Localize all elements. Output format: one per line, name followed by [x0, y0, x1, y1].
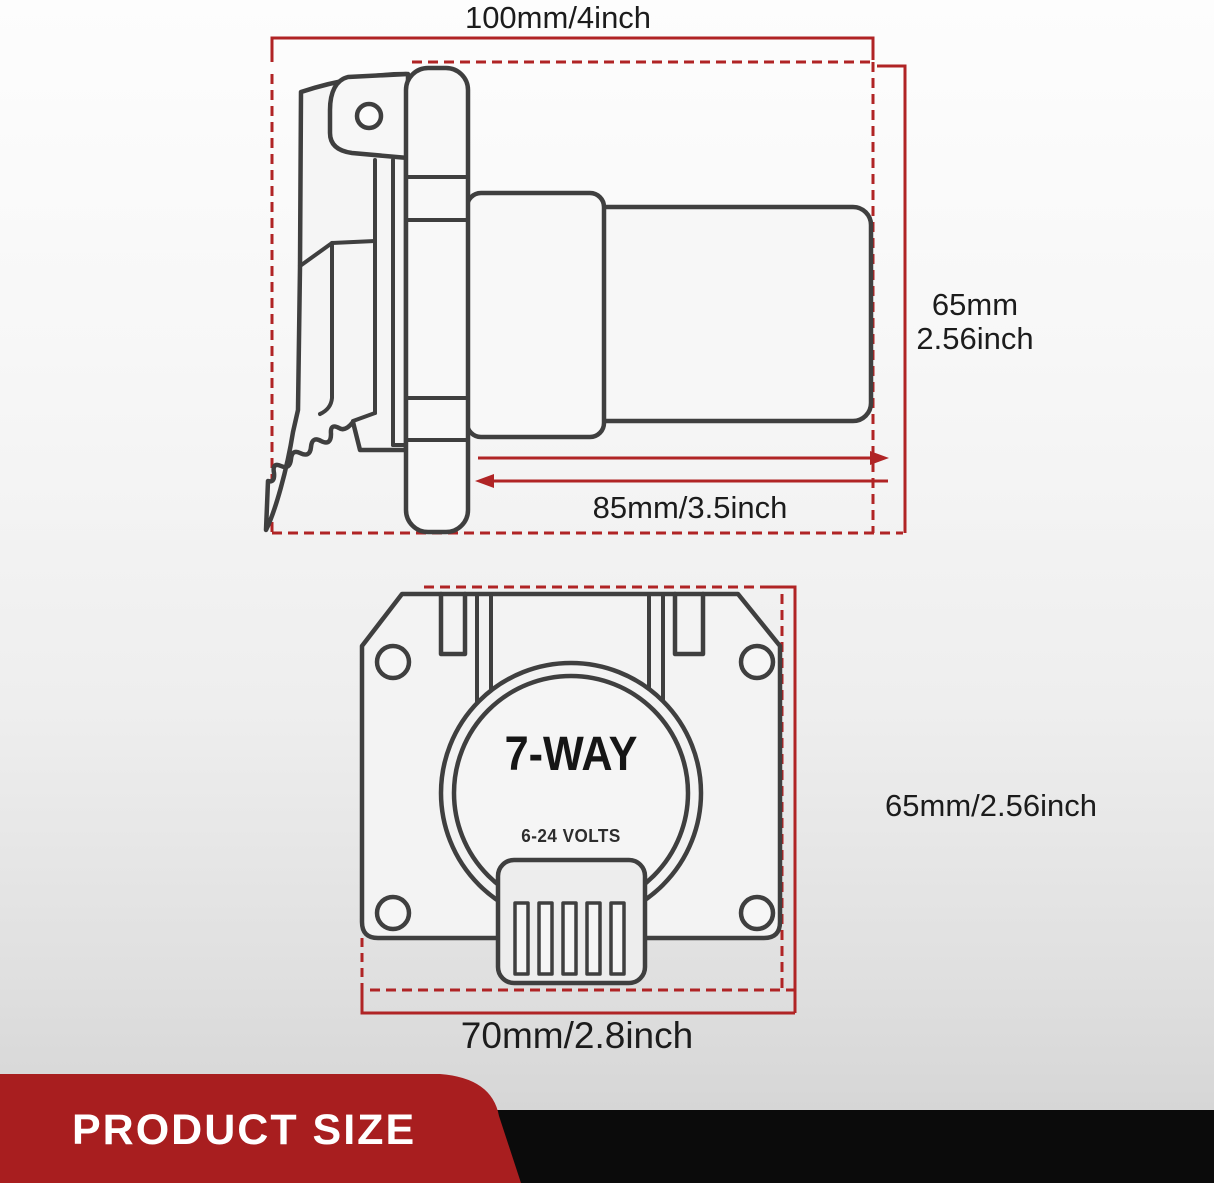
arrowhead-right [870, 451, 889, 465]
barrel-rear [585, 204, 874, 424]
dim-label-85mm: 85mm/3.5inch [592, 490, 788, 525]
dim-100mm-bracket [270, 36, 875, 62]
flange-band-lines [404, 175, 470, 442]
dim-65mm-side-line [877, 64, 907, 533]
dim-label-70mm: 70mm/2.8inch [460, 1015, 694, 1056]
dim-label-65mm-side-line2: 2.56inch [916, 321, 1034, 356]
dim-70mm-bracket [360, 990, 795, 1015]
banner-red-shape [0, 1074, 521, 1183]
front-view-drawing [359, 591, 783, 986]
banner-title: PRODUCT SIZE [72, 1106, 417, 1154]
hinge-notch-right [672, 591, 706, 657]
terminal-slots [513, 901, 626, 976]
side-view-drawing [263, 65, 874, 535]
flange-side [403, 65, 471, 535]
dim-65mm-front-line [766, 585, 797, 1013]
tab-hole [354, 101, 384, 131]
screw-holes [374, 643, 776, 932]
arrowheads [475, 451, 889, 488]
cover-arm-lines [475, 594, 665, 704]
clip-detail-lines [298, 158, 409, 447]
barrel-front [464, 190, 607, 440]
connector-type-label: 7-WAY [504, 728, 638, 781]
dim-label-65mm-side: 65mm 2.56inch [916, 288, 1033, 356]
dim-label-100mm: 100mm/4inch [464, 0, 652, 35]
voltage-rating-label: 6-24 VOLTS [521, 826, 621, 846]
hinge-notch-left [438, 591, 468, 657]
dim-label-65mm-side-line1: 65mm [931, 287, 1019, 322]
dim-label-65mm-front: 65mm/2.56inch [885, 788, 1097, 823]
arrowhead-left [475, 474, 494, 488]
